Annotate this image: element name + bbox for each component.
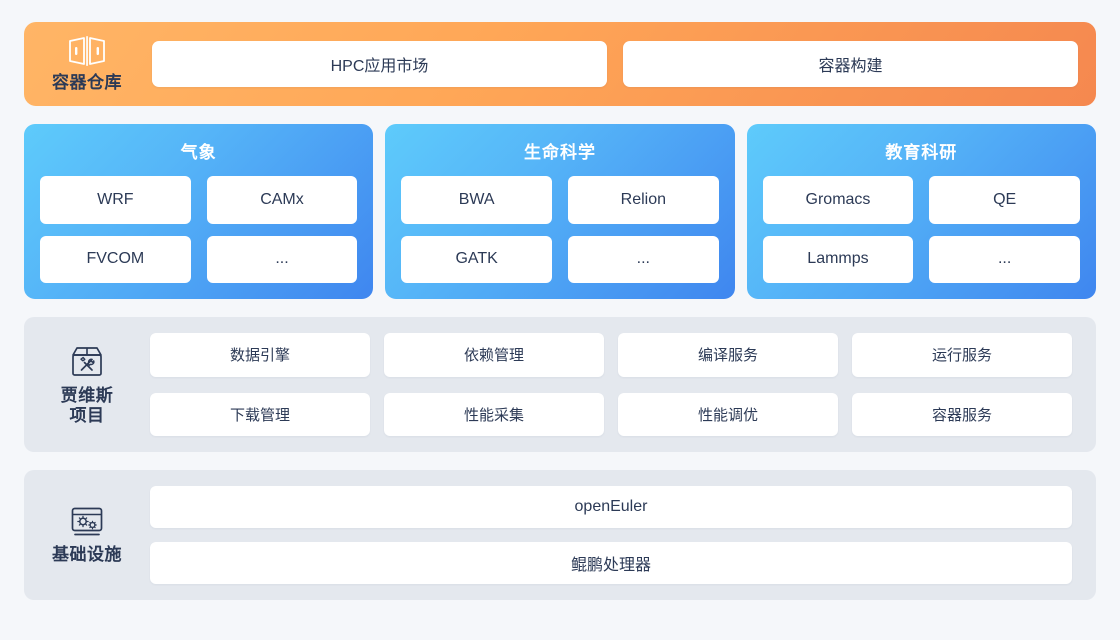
domain-card-meteorology: 气象 WRF CAMx FVCOM ... xyxy=(24,124,374,299)
service-box-container-service[interactable]: 容器服务 xyxy=(852,392,1072,436)
infra-box-kunpeng-processor[interactable]: 鲲鹏处理器 xyxy=(150,542,1072,584)
jarvis-label-group: 贾维斯 项目 xyxy=(38,343,136,426)
container-repository-label: 容器仓库 xyxy=(52,73,122,93)
container-repository-icon xyxy=(65,34,109,68)
service-box-download-management[interactable]: 下载管理 xyxy=(150,392,370,436)
app-box[interactable]: QE xyxy=(929,176,1080,224)
container-repository-band: 容器仓库 HPC应用市场 容器构建 xyxy=(24,22,1096,106)
domain-title: 教育科研 xyxy=(885,143,958,162)
app-box[interactable]: Gromacs xyxy=(762,176,914,224)
domain-app-grid: Gromacs QE Lammps ... xyxy=(762,176,1080,283)
app-box-more[interactable]: ... xyxy=(567,235,719,283)
service-box-performance-tuning[interactable]: 性能调优 xyxy=(618,392,838,436)
domain-card-education-research: 教育科研 Gromacs QE Lammps ... xyxy=(746,124,1096,299)
jarvis-service-grid: 数据引擎 依赖管理 编译服务 运行服务 下载管理 性能采集 性能调优 容器服务 xyxy=(150,333,1072,436)
infrastructure-label-group: 基础设施 xyxy=(38,504,136,565)
service-box-runtime-service[interactable]: 运行服务 xyxy=(852,333,1072,377)
toolbox-icon xyxy=(68,343,106,381)
jarvis-label: 贾维斯 项目 xyxy=(60,385,114,425)
app-box-more[interactable]: ... xyxy=(929,235,1080,283)
domain-card-row: 气象 WRF CAMx FVCOM ... 生命科学 BWA Relion GA… xyxy=(24,124,1096,299)
app-box[interactable]: BWA xyxy=(401,176,552,224)
container-repository-items: HPC应用市场 容器构建 xyxy=(152,41,1078,87)
domain-title: 生命科学 xyxy=(523,143,596,162)
infrastructure-panel: 基础设施 openEuler 鲲鹏处理器 xyxy=(24,470,1096,600)
domain-card-life-science: 生命科学 BWA Relion GATK ... xyxy=(385,124,735,299)
repo-item-container-build[interactable]: 容器构建 xyxy=(623,41,1078,87)
infrastructure-label: 基础设施 xyxy=(52,545,122,565)
app-box[interactable]: CAMx xyxy=(206,176,358,224)
app-box[interactable]: Lammps xyxy=(762,235,914,283)
container-repository-label-group: 容器仓库 xyxy=(38,34,136,93)
app-box[interactable]: Relion xyxy=(567,176,719,224)
infra-box-openeuler[interactable]: openEuler xyxy=(150,486,1072,528)
repo-item-hpc-app-market[interactable]: HPC应用市场 xyxy=(152,41,607,87)
service-box-compile-service[interactable]: 编译服务 xyxy=(618,333,838,377)
app-box[interactable]: GATK xyxy=(401,235,552,283)
service-box-dependency-management[interactable]: 依赖管理 xyxy=(384,333,604,377)
system-gears-icon xyxy=(68,504,106,540)
app-box[interactable]: WRF xyxy=(40,176,191,224)
infrastructure-items: openEuler 鲲鹏处理器 xyxy=(150,486,1072,584)
domain-title: 气象 xyxy=(180,143,217,162)
service-box-data-engine[interactable]: 数据引擎 xyxy=(150,333,370,377)
jarvis-project-panel: 贾维斯 项目 数据引擎 依赖管理 编译服务 运行服务 下载管理 性能采集 性能调… xyxy=(24,317,1096,452)
service-box-performance-collection[interactable]: 性能采集 xyxy=(384,392,604,436)
app-box-more[interactable]: ... xyxy=(206,235,358,283)
domain-app-grid: BWA Relion GATK ... xyxy=(401,176,719,283)
app-box[interactable]: FVCOM xyxy=(40,235,191,283)
domain-app-grid: WRF CAMx FVCOM ... xyxy=(40,176,358,283)
